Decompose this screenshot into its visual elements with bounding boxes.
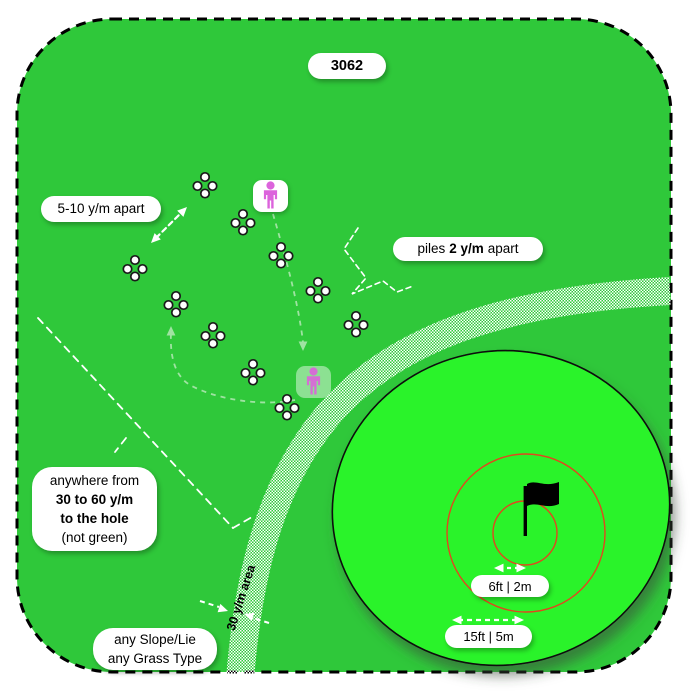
band-width-arrows [199, 600, 270, 624]
pile-spacing-value: 2 y/m [449, 241, 484, 257]
row-spacing-label: 5-10 y/m apart [41, 196, 161, 222]
hitting-distance-line3: to the hole [60, 511, 129, 526]
hitting-distance-label: anywhere from 30 to 60 y/m to the hole (… [32, 467, 157, 551]
row-spacing-arrow [147, 203, 191, 247]
outer-ring-arrow [452, 615, 524, 625]
pile-spacing-suffix: apart [487, 241, 519, 257]
shot-path-arrow [272, 213, 308, 351]
drill-number-badge: 3062 [308, 53, 386, 79]
conditions-line1: any Slope/Lie [114, 632, 196, 647]
hitting-distance-line4: (not green) [61, 530, 128, 545]
distance-dashed-line [37, 317, 253, 529]
conditions-label: any Slope/Lie any Grass Type [93, 628, 217, 670]
pile-spacing-prefix: piles [417, 241, 446, 257]
pile-gap-zigzag [343, 227, 414, 295]
inner-ring-arrow [494, 563, 526, 573]
hitting-distance-line1: anywhere from [49, 473, 140, 488]
conditions-line2: any Grass Type [107, 651, 203, 666]
outer-ring-text: 15ft | 5m [463, 629, 514, 644]
flag-icon [523, 482, 559, 536]
walk-back-path-arrow [166, 326, 296, 404]
outer-ring-label: 15ft | 5m [445, 625, 532, 648]
inner-ring-text: 6ft | 2m [488, 578, 532, 594]
golfer-icon [253, 180, 288, 212]
hitting-distance-line2: 30 to 60 y/m [55, 492, 134, 507]
pile-spacing-label: piles 2 y/m apart [393, 237, 543, 261]
inner-ring-label: 6ft | 2m [471, 575, 549, 597]
ghost-golfer-icon [296, 366, 331, 398]
putting-green [331, 349, 671, 667]
thirty-ym-band [225, 277, 671, 691]
target-ring-outer [446, 453, 606, 613]
row-spacing-text: 5-10 y/m apart [57, 201, 145, 217]
drill-number: 3062 [330, 57, 364, 74]
